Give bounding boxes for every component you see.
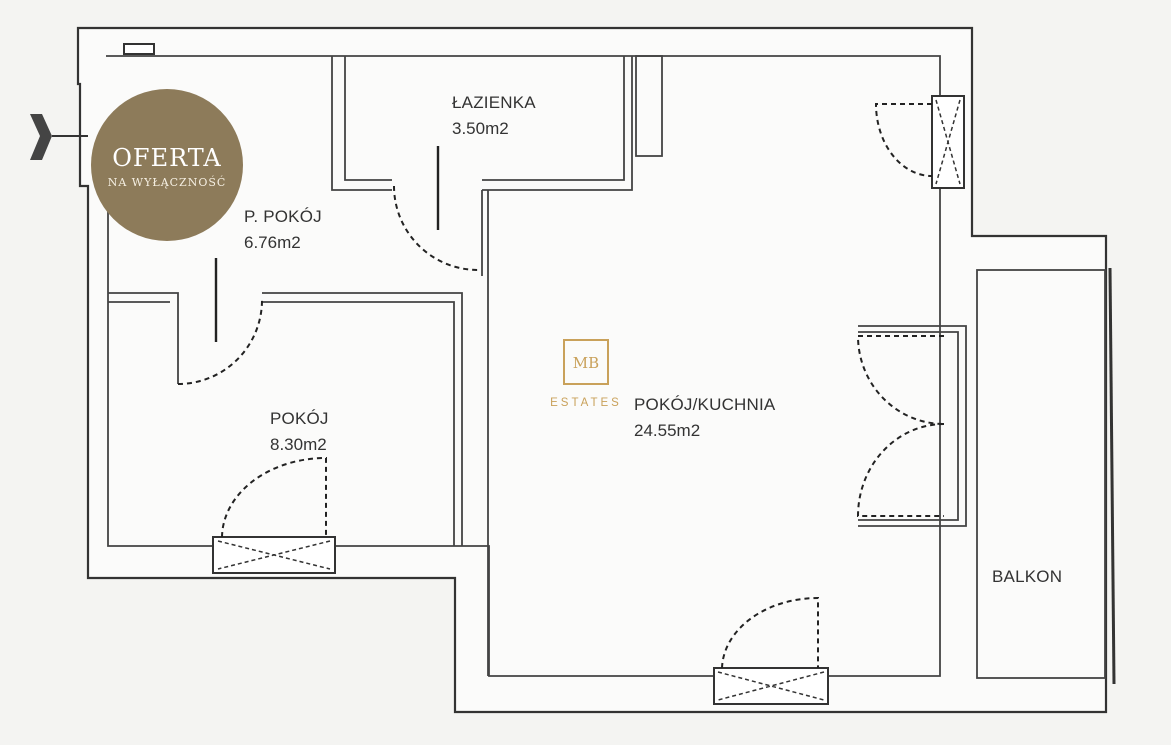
door-room	[177, 299, 263, 385]
estates-logo: MB ESTATES	[550, 339, 622, 409]
badge-subtitle: NA WYŁĄCZNOŚĆ	[108, 175, 227, 189]
window-room-sash	[217, 540, 331, 570]
exclusive-offer-badge: OFERTA NA WYŁĄCZNOŚĆ	[91, 89, 243, 241]
window-living	[713, 667, 829, 705]
hall-partition	[481, 190, 489, 676]
logo-mark: MB	[573, 354, 599, 372]
balcony-outline	[976, 269, 1106, 679]
inner-wall	[106, 55, 941, 677]
balcony-door-frame	[858, 325, 967, 527]
window-room-swing	[221, 456, 327, 538]
room-name: POKÓJ	[270, 409, 329, 428]
balcony-name: BALKON	[992, 567, 1062, 586]
bathroom-name: ŁAZIENKA	[452, 93, 536, 112]
living-name: POKÓJ/KUCHNIA	[634, 395, 776, 414]
hall-area: 6.76m2	[244, 233, 301, 252]
shaft	[635, 55, 663, 157]
living-area: 24.55m2	[634, 421, 700, 440]
room-walls	[108, 292, 463, 546]
window-top-right-sash	[935, 99, 961, 185]
badge-title: OFERTA	[112, 144, 222, 172]
bathroom-area: 3.50m2	[452, 119, 509, 138]
room-area: 8.30m2	[270, 435, 327, 454]
hall-name: P. POKÓJ	[244, 207, 322, 226]
window-living-sash	[717, 671, 825, 701]
vent	[123, 43, 155, 55]
window-top-right-swing	[874, 103, 933, 177]
balcony-door-swing-bottom	[856, 423, 945, 517]
bathroom-walls	[331, 56, 633, 191]
balcony-railing	[1108, 267, 1116, 685]
window-living-swing	[721, 596, 819, 669]
entrance-arrow-icon	[30, 114, 88, 160]
logo-text: ESTATES	[550, 397, 622, 409]
